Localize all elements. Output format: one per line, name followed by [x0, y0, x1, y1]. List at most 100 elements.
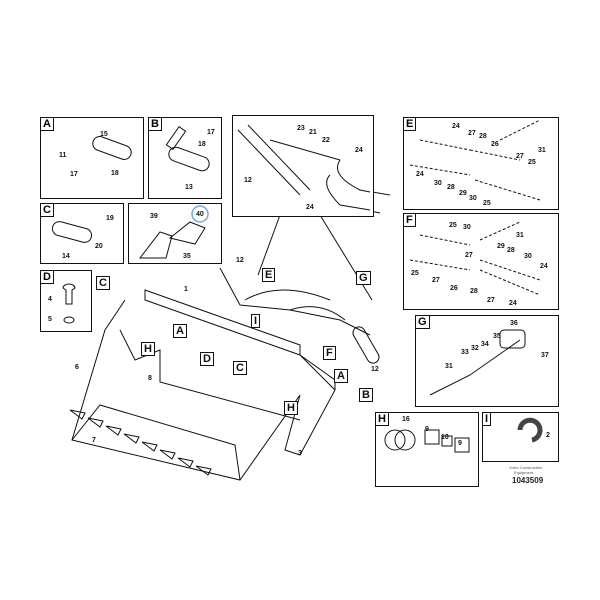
panel-a: A [40, 117, 144, 199]
callout: 13 [185, 184, 193, 191]
panel-f: F [403, 213, 559, 310]
main-label-g[interactable]: G [356, 271, 371, 285]
callout: 24 [416, 171, 424, 178]
callout: 31 [445, 363, 453, 370]
callout: 9 [425, 426, 429, 433]
panel-letter: B [149, 118, 162, 131]
callout: 39 [150, 213, 158, 220]
callout: 16 [402, 416, 410, 423]
callout: 18 [198, 141, 206, 148]
callout: 30 [434, 180, 442, 187]
callout: 28 [447, 184, 455, 191]
callout: 35 [493, 333, 501, 340]
callout: 28 [479, 133, 487, 140]
callout: 34 [481, 341, 489, 348]
callout: 24 [306, 204, 314, 211]
callout: 5 [48, 316, 52, 323]
callout: 4 [48, 296, 52, 303]
callout: 27 [468, 130, 476, 137]
panel-letter: H [376, 413, 389, 426]
panel-letter: C [41, 204, 54, 217]
bucket-drawing [71, 289, 336, 481]
main-label-c[interactable]: C [233, 361, 247, 375]
main-label-a[interactable]: A [334, 369, 348, 383]
caption-line1: Volvo Construction [509, 465, 543, 470]
panel-letter: G [416, 316, 430, 329]
callout: 1 [184, 286, 188, 293]
callout: 29 [459, 190, 467, 197]
callout: 25 [528, 159, 536, 166]
callout: 29 [497, 243, 505, 250]
callout: 28 [470, 288, 478, 295]
callout: 23 [297, 125, 305, 132]
caption-line2: Equipment [514, 470, 534, 475]
callout: 36 [510, 320, 518, 327]
callout: 32 [471, 345, 479, 352]
callout: 12 [371, 366, 379, 373]
teeth-row [69, 409, 212, 476]
callout: 27 [432, 277, 440, 284]
callout: 19 [106, 215, 114, 222]
callout: 17 [207, 129, 215, 136]
main-label-h[interactable]: H [284, 401, 298, 415]
main-label-b[interactable]: B [359, 388, 373, 402]
callout: 24 [355, 147, 363, 154]
callout: 35 [183, 253, 191, 260]
part-number: 1043509 [512, 476, 544, 485]
callout: 6 [75, 364, 79, 371]
panel-g: G [415, 315, 559, 407]
cylinder-drawing [352, 326, 380, 364]
callout: 9 [458, 440, 462, 447]
callout: 33 [461, 349, 469, 356]
callout: 15 [100, 131, 108, 138]
callout: 22 [322, 137, 330, 144]
panel-letter: A [41, 118, 54, 131]
callout: 12 [244, 177, 252, 184]
callout: 17 [70, 171, 78, 178]
callout: 21 [309, 129, 317, 136]
callout: 26 [491, 141, 499, 148]
callout: 30 [469, 195, 477, 202]
callout: 25 [449, 222, 457, 229]
callout: 25 [411, 270, 419, 277]
callout: 2 [546, 432, 550, 439]
callout: 11 [59, 152, 67, 159]
callout: 26 [450, 285, 458, 292]
panel-i: I [482, 412, 559, 462]
callout: 27 [465, 252, 473, 259]
callout: 25 [483, 200, 491, 207]
callout: 12 [236, 257, 244, 264]
callout: 20 [95, 243, 103, 250]
callout: 10 [441, 434, 449, 441]
callout: 37 [541, 352, 549, 359]
main-label-e[interactable]: E [262, 268, 276, 282]
panel-e: E [403, 117, 559, 210]
callout: 27 [516, 153, 524, 160]
callout: 31 [516, 232, 524, 239]
callout: 24 [509, 300, 517, 307]
panel-letter: F [404, 214, 416, 227]
callout: 7 [92, 437, 96, 444]
main-label-f[interactable]: F [323, 346, 336, 360]
panel-letter: D [41, 271, 54, 284]
main-label-h[interactable]: H [141, 342, 155, 356]
main-label-i[interactable]: I [251, 314, 261, 328]
callout: 14 [62, 253, 70, 260]
panel-letter: I [483, 413, 492, 426]
callout: 8 [148, 375, 152, 382]
callout: 30 [524, 253, 532, 260]
main-label-d[interactable]: D [200, 352, 214, 366]
callout: 31 [538, 147, 546, 154]
callout: 30 [463, 224, 471, 231]
panel-letter: E [404, 118, 417, 131]
main-label-a[interactable]: A [173, 324, 187, 338]
callout: 24 [452, 123, 460, 130]
callout: 3 [298, 450, 302, 457]
panel-top-detail [232, 115, 374, 217]
callout: 18 [111, 170, 119, 177]
callout: 24 [540, 263, 548, 270]
main-label-c[interactable]: C [96, 276, 110, 290]
callout: 40 [196, 211, 204, 218]
